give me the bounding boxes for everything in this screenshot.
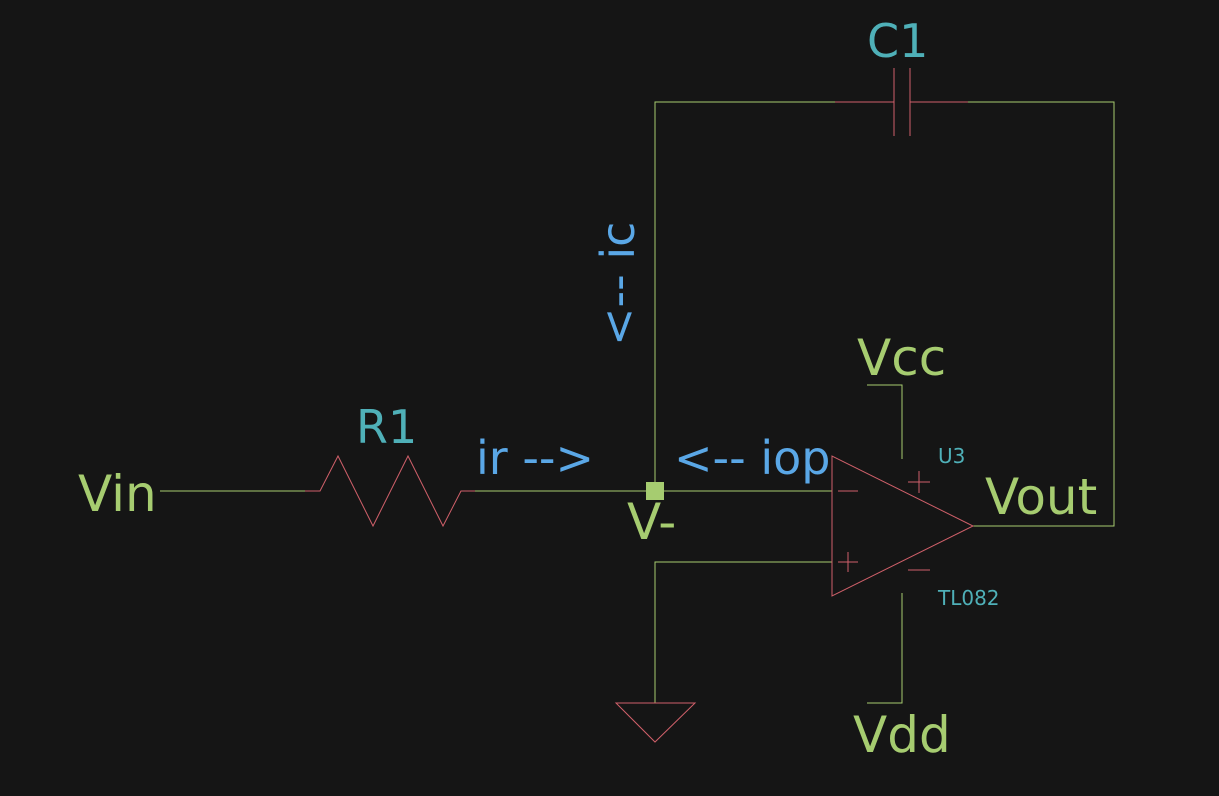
value-label-tl082: TL082 bbox=[937, 586, 1000, 610]
net-label-vout: Vout bbox=[985, 468, 1097, 526]
net-label-vcc: Vcc bbox=[857, 329, 946, 387]
ground-symbol bbox=[614, 702, 697, 743]
wires bbox=[160, 101, 1115, 704]
ref-label-c1: C1 bbox=[867, 14, 928, 68]
current-label-ic: <-- ic bbox=[591, 222, 645, 346]
net-label-vdd: Vdd bbox=[853, 706, 951, 764]
net-label-vminus: V- bbox=[627, 493, 676, 551]
net-label-vin: Vin bbox=[78, 465, 157, 523]
wire-c1-vout bbox=[968, 101, 1115, 527]
ref-label-u3: U3 bbox=[938, 444, 965, 468]
wire-plus-ground bbox=[654, 561, 832, 703]
wire-node-c1 bbox=[654, 101, 835, 491]
current-label-iop: <-- iop bbox=[674, 431, 831, 485]
wire-vdd bbox=[867, 593, 903, 704]
capacitor-c1 bbox=[835, 68, 968, 136]
wire-vcc bbox=[867, 384, 903, 459]
resistor-r1 bbox=[305, 454, 475, 528]
opamp-u3 bbox=[831, 455, 975, 597]
current-label-ir: ir --> bbox=[476, 431, 594, 485]
ref-label-r1: R1 bbox=[356, 400, 417, 454]
junction-dot bbox=[646, 482, 664, 500]
